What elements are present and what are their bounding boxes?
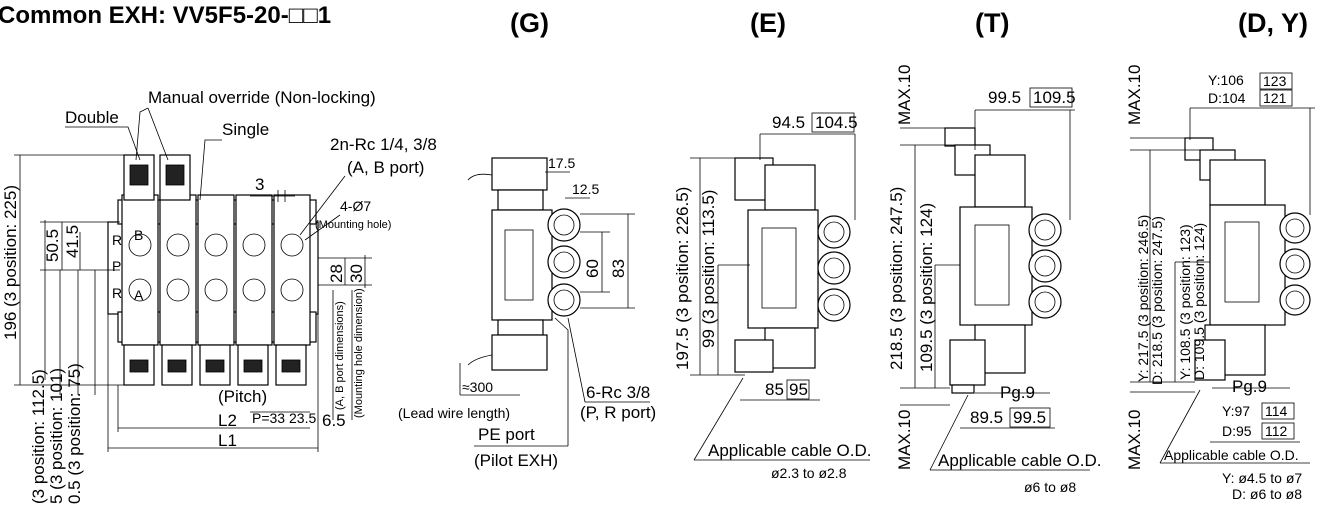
dy-v-inner-y: Y: 108.5 (3 position: 123)	[1177, 224, 1193, 380]
dy-top-y-box: 123	[1263, 73, 1287, 89]
dim-l2: L2	[218, 411, 237, 430]
g-dim-12-5: 12.5	[572, 181, 599, 197]
view-g: 17.5 12.5 60 83 ≈300 (Lead wire length) …	[398, 155, 656, 470]
dy-top-d-box: 121	[1263, 90, 1287, 106]
label-mounting-hole-sub: (Mounting hole)	[315, 219, 391, 231]
dy-pg: Pg.9	[1232, 377, 1267, 396]
label-single: Single	[222, 120, 269, 139]
e-top-dim: 94.5	[772, 113, 805, 132]
g-pe-port-sub: (Pilot EXH)	[474, 451, 558, 470]
view-dy: MAX.10 MAX.10 Y:106 123 D:104 121 Y: 217…	[1125, 65, 1315, 502]
e-cable-range: ø2.3 to ø2.8	[771, 465, 847, 481]
dim-28: 28	[327, 264, 346, 283]
dy-top-y: Y:106	[1208, 72, 1244, 88]
e-v-outer: 197.5 (3 position: 226.5)	[673, 187, 692, 370]
dy-bot-y-box: 114	[1265, 403, 1288, 419]
dim-3: 3	[255, 175, 264, 194]
t-connector-bottom	[949, 339, 986, 386]
dim-pitch-value: P=33	[252, 410, 285, 426]
dy-v-outer-y: Y: 217.5 (3 position: 246.5)	[1135, 215, 1151, 382]
t-max-bottom: MAX.10	[895, 410, 914, 470]
view-heading-t: (T)	[975, 8, 1009, 38]
g-lead-wire: (Lead wire length)	[398, 405, 510, 421]
port-letter-a: A	[134, 287, 144, 303]
dim-101: 5 (3 position: 101)	[47, 368, 66, 504]
dy-bot-y: Y:97	[1222, 403, 1250, 419]
dim-6-5: 6.5	[322, 411, 346, 430]
port-letter-r1: R	[112, 232, 122, 248]
port-letter-b: B	[134, 227, 143, 243]
bottom-solenoids	[123, 344, 307, 386]
g-lead-length: ≈300	[462, 379, 493, 395]
dim-l1: L1	[218, 431, 237, 450]
t-pg: Pg.9	[1000, 383, 1035, 402]
view-heading-dy: (D, Y)	[1238, 8, 1308, 38]
dy-cable-label: Applicable cable O.D.	[1164, 447, 1299, 463]
t-bottom-dim-box: 99.5	[1013, 408, 1046, 427]
dy-v-outer-d: D: 218.5 (3 position: 247.5)	[1149, 216, 1165, 385]
t-cable-range: ø6 to ø8	[1024, 479, 1076, 495]
view-t: MAX.10 MAX.10 99.5 109.5 218.5 (3 positi…	[887, 65, 1101, 495]
e-v-inner: 99 (3 position: 113.5)	[699, 190, 718, 348]
g-dim-60: 60	[583, 259, 602, 278]
e-connector-bottom	[734, 339, 774, 373]
manifold-ports	[128, 233, 304, 302]
dim-196: 196 (3 position: 225)	[1, 185, 20, 340]
dim-50-5: 50.5	[43, 229, 62, 262]
manifold-view: R P R B A Manual override (Non-locking) …	[1, 88, 437, 504]
dy-cable-d: D: ø6 to ø8	[1232, 486, 1302, 502]
dy-bot-d: D:95	[1222, 423, 1252, 439]
t-bottom-dim: 89.5	[970, 408, 1003, 427]
e-bottom-dim-box: 95	[789, 380, 808, 399]
g-pr-port: 6-Rc 3/8	[586, 383, 650, 402]
e-top-dim-box: 104.5	[815, 113, 858, 132]
dim-112-5: (3 position: 112.5)	[29, 369, 48, 504]
dy-connector-bottom	[1194, 339, 1226, 381]
t-v-outer: 218.5 (3 position: 247.5)	[887, 187, 906, 370]
view-heading-e: (E)	[750, 8, 786, 38]
dim-75: 0.5 (3 position: 75)	[65, 363, 84, 504]
label-port-spec: 2n-Rc 1/4, 3/8	[330, 135, 437, 154]
g-pr-port-sub: (P, R port)	[580, 403, 656, 422]
g-dim-17-5: 17.5	[548, 155, 575, 171]
g-valve-body	[491, 209, 553, 321]
t-max-top: MAX.10	[895, 65, 914, 125]
t-v-inner: 109.5 (3 position: 124)	[917, 203, 936, 372]
dy-top-d: D:104	[1208, 90, 1246, 106]
g-coil-bottom	[491, 334, 548, 371]
g-pe-port: PE port	[478, 425, 535, 444]
label-port-spec-sub: (A, B port)	[347, 158, 424, 177]
dy-v-inner-d: D: 109.5 (3 position: 124)	[1191, 223, 1207, 380]
g-coil-top	[491, 157, 548, 191]
t-top-dim-box: 109.5	[1033, 88, 1076, 107]
e-cable-label: Applicable cable O.D.	[708, 441, 871, 460]
port-letter-r2: R	[112, 285, 122, 301]
dim-41-5: 41.5	[63, 225, 82, 258]
dy-max-top: MAX.10	[1125, 65, 1144, 125]
label-pitch: (Pitch)	[218, 387, 267, 406]
dy-bot-d-box: 112	[1265, 423, 1288, 439]
t-cable-label: Applicable cable O.D.	[938, 451, 1101, 470]
label-manual-override: Manual override (Non-locking)	[148, 88, 376, 107]
label-mounting-hole: 4-Ø7	[340, 198, 371, 214]
dim-23-5: 23.5	[289, 410, 316, 426]
dy-valve-body	[1209, 204, 1286, 326]
t-gland-top	[944, 127, 976, 147]
port-letter-p: P	[112, 258, 121, 274]
label-mount-hole-dim: (Mounting hole dimension)	[353, 288, 365, 418]
e-bottom-dim: 85	[765, 380, 784, 399]
drawing-title: Common EXH: VV5F5-20-□□1	[0, 2, 331, 29]
valve-stations	[121, 194, 311, 346]
view-heading-g: (G)	[510, 8, 549, 38]
label-ab-port-dims: (A, B port dimensions)	[334, 301, 346, 410]
dy-cable-y: Y: ø4.5 to ø7	[1222, 470, 1302, 486]
dy-max-bottom: MAX.10	[1125, 410, 1144, 470]
view-e: 94.5 104.5 197.5 (3 position: 226.5) 99 …	[673, 112, 871, 481]
g-dim-83: 83	[609, 259, 628, 278]
label-double: Double	[65, 108, 119, 127]
dim-30: 30	[347, 264, 366, 283]
t-top-dim: 99.5	[988, 88, 1021, 107]
